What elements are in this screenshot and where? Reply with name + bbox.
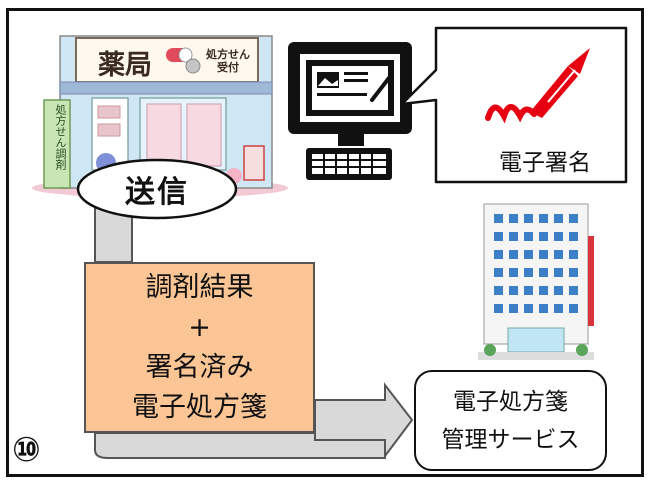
building-window — [554, 232, 563, 241]
building-window — [524, 250, 533, 259]
building-window — [509, 304, 518, 313]
prescription-reception-label: 処方せん受付 — [206, 48, 250, 74]
building-window — [554, 286, 563, 295]
building-window — [494, 214, 503, 223]
service-line-1: 電子処方箋 — [453, 388, 568, 415]
building-window — [509, 286, 518, 295]
step-number: ⑩ — [12, 430, 41, 470]
result-line-plus: + — [188, 311, 211, 343]
building-window — [524, 286, 533, 295]
send-bubble — [76, 158, 238, 220]
pen-signature-icon — [485, 48, 590, 124]
building-window — [494, 232, 503, 241]
building-window — [494, 250, 503, 259]
eprescription-service-box: 電子処方箋 管理サービス — [414, 370, 607, 471]
building-window — [509, 214, 518, 223]
building-window — [509, 268, 518, 277]
signature-label: 電子署名 — [499, 150, 591, 176]
result-line-dispensing: 調剤結果 — [145, 271, 254, 303]
send-label: 送信 — [125, 175, 189, 210]
building-window — [524, 214, 533, 223]
building-window — [524, 232, 533, 241]
building-window — [539, 250, 548, 259]
pharmacy-sign-label: 薬局 — [98, 50, 152, 81]
building-window — [539, 268, 548, 277]
building-window — [524, 304, 533, 313]
result-line-eprescription: 電子処方箋 — [132, 391, 267, 423]
building-window — [524, 268, 533, 277]
building-window — [569, 286, 578, 295]
building-window — [494, 286, 503, 295]
building-window — [539, 214, 548, 223]
building-window — [494, 304, 503, 313]
building-window — [569, 214, 578, 223]
office-building-icon — [478, 203, 594, 360]
building-window — [509, 232, 518, 241]
result-line-signed: 署名済み — [145, 351, 254, 383]
building-window — [494, 268, 503, 277]
building-window — [554, 250, 563, 259]
building-window — [539, 286, 548, 295]
service-line-2: 管理サービス — [441, 426, 580, 453]
building-window — [554, 268, 563, 277]
building-window — [569, 268, 578, 277]
building-window — [569, 304, 578, 313]
building-window — [554, 214, 563, 223]
dispensing-banner-label: 処方せん調剤 — [54, 104, 67, 170]
building-window — [509, 250, 518, 259]
computer-icon — [288, 42, 412, 180]
pill-icon — [166, 47, 201, 74]
dispensing-result-box: 調剤結果 + 署名済み 電子処方箋 — [84, 262, 315, 433]
building-window — [539, 232, 548, 241]
building-window — [539, 304, 548, 313]
building-window — [554, 304, 563, 313]
flow-arrow — [94, 204, 414, 459]
building-window — [569, 232, 578, 241]
keyboard-icon — [306, 148, 392, 180]
building-window — [569, 250, 578, 259]
